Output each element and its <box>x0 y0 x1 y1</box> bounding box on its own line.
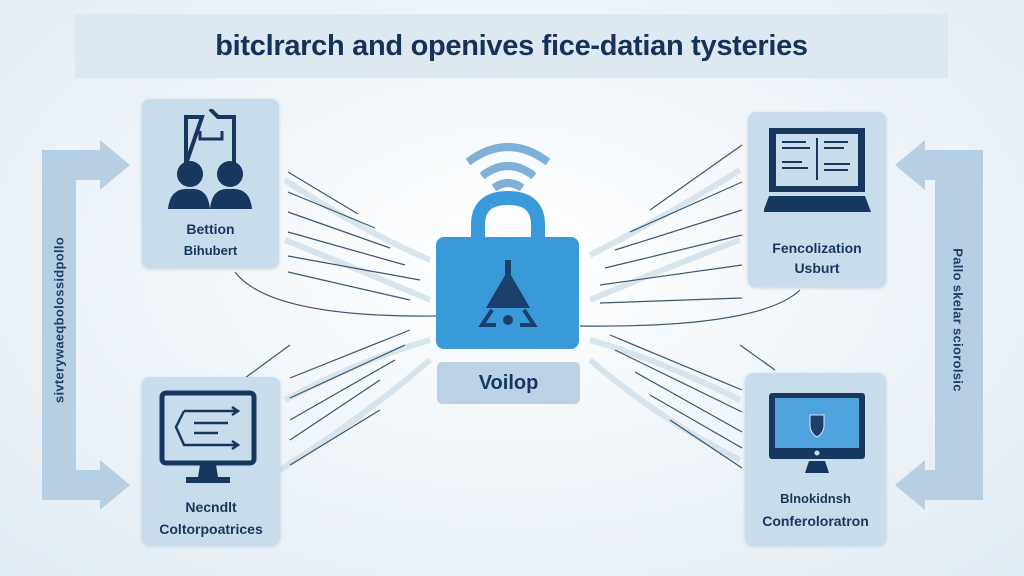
card-label-line1: Necndlt <box>185 499 237 515</box>
left-side-label: sivterywaeqbolossidpollo <box>51 236 67 404</box>
users-icon <box>168 109 252 209</box>
card-label-line2: Conferoloratron <box>762 513 869 529</box>
monitor-shield-icon <box>769 393 865 473</box>
card-monitor-shield: Blnokidnsh Conferoloratron <box>745 373 886 545</box>
center-label: Voilop <box>437 362 580 404</box>
card-label-line1: Fencolization <box>772 240 862 256</box>
padlock-icon <box>436 143 579 349</box>
card-label-line2: Usburt <box>794 260 840 276</box>
wifi-icon <box>465 143 551 192</box>
right-bracket-arrow <box>895 140 983 510</box>
card-label-line1: Blnokidnsh <box>780 491 851 506</box>
card-label-line2: Coltorpoatrices <box>159 521 263 537</box>
card-laptop: Fencolization Usburt <box>748 112 886 287</box>
left-bracket-arrow <box>42 140 130 510</box>
laptop-icon <box>764 128 871 212</box>
right-side-label: Pallo skelar sciorolsic <box>950 248 966 392</box>
card-users: Bettion Bihubert <box>142 99 279 268</box>
card-monitor-flow: Necndlt Coltorpoatrices <box>142 377 280 545</box>
page-title: bitclrarch and openives fice-datian tyst… <box>215 29 808 62</box>
center-label-text: Voilop <box>478 371 539 394</box>
card-label-line1: Bettion <box>186 221 235 237</box>
card-label-line2: Bihubert <box>183 243 238 258</box>
title-banner: bitclrarch and openives fice-datian tyst… <box>75 14 948 78</box>
monitor-flow-icon <box>159 390 257 483</box>
